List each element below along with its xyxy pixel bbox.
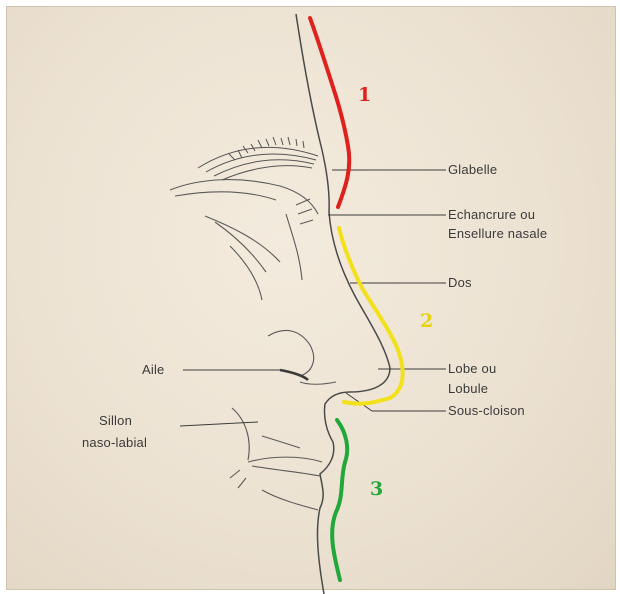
label-glabelle: Glabelle — [448, 161, 497, 178]
segment-1-tracing — [310, 18, 349, 207]
segment-number-1: 1 — [358, 84, 371, 106]
label-echancrure: Echancrure ou — [448, 206, 535, 223]
leader-lines — [180, 170, 446, 426]
face-sketch-lines — [230, 330, 336, 510]
label-dos: Dos — [448, 274, 472, 291]
label-lobe: Lobe ou — [448, 360, 496, 377]
label-sillon: Sillon — [99, 412, 132, 429]
segment-3-tracing — [332, 420, 347, 580]
label-ensellure: Ensellure nasale — [448, 225, 547, 242]
segment-2-tracing — [339, 228, 403, 404]
label-aile: Aile — [142, 361, 164, 378]
eye-sketch — [170, 180, 318, 300]
segment-number-3: 3 — [370, 478, 383, 500]
label-lobule: Lobule — [448, 380, 488, 397]
label-sous-cloison: Sous-cloison — [448, 402, 525, 419]
label-naso-labial: naso-labial — [82, 434, 147, 451]
leader-sillon — [180, 422, 258, 426]
profile-outline — [296, 14, 390, 594]
segment-number-2: 2 — [420, 310, 433, 332]
eyebrow-hatching — [198, 137, 318, 180]
